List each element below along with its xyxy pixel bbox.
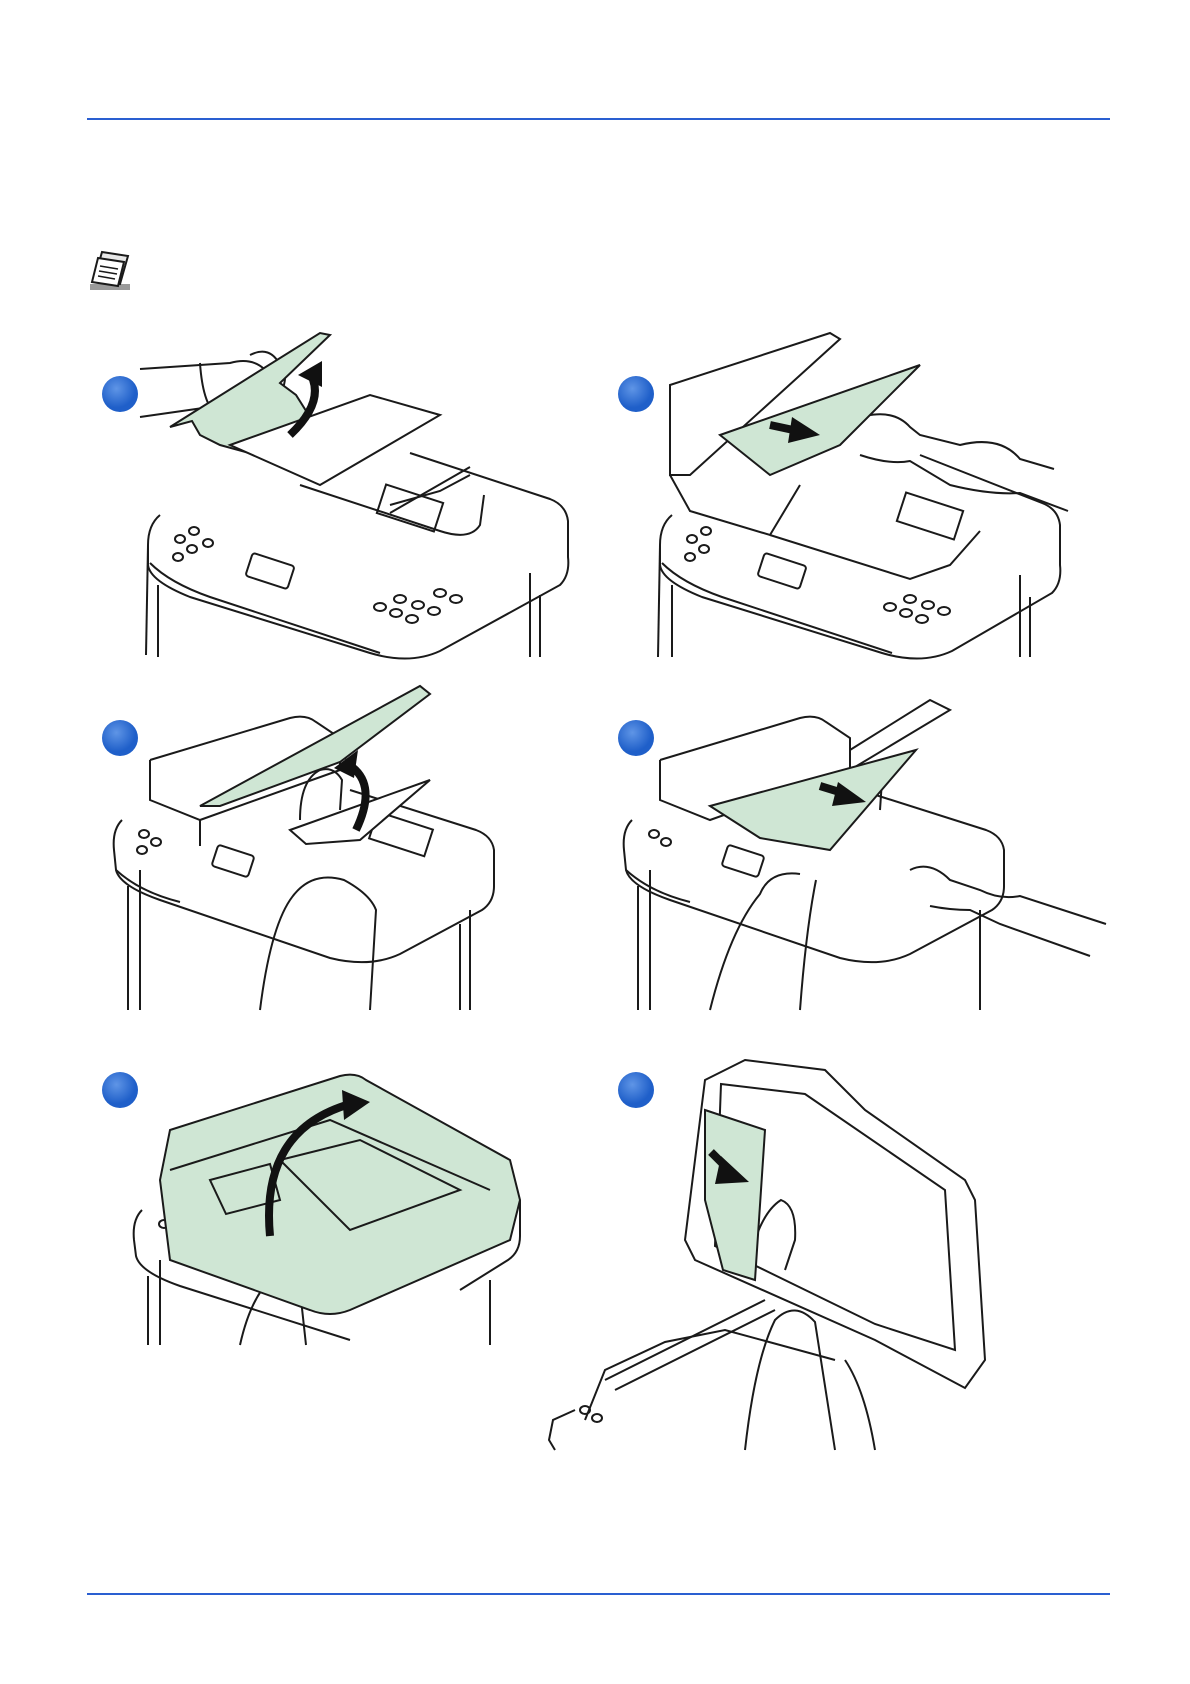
step-1-illustration: [140, 335, 570, 660]
step-4-illustration: [620, 710, 1110, 1015]
step-3-illustration: [110, 710, 550, 1015]
step-6-illustration: [545, 1060, 985, 1450]
step-1-badge: [102, 376, 138, 412]
step-2-badge: [618, 376, 654, 412]
step-5-illustration: [130, 1040, 530, 1345]
note-page-icon: [88, 250, 136, 292]
step-2-illustration: [650, 335, 1100, 660]
footer-rule: [87, 1593, 1110, 1595]
header-rule: [87, 118, 1110, 120]
